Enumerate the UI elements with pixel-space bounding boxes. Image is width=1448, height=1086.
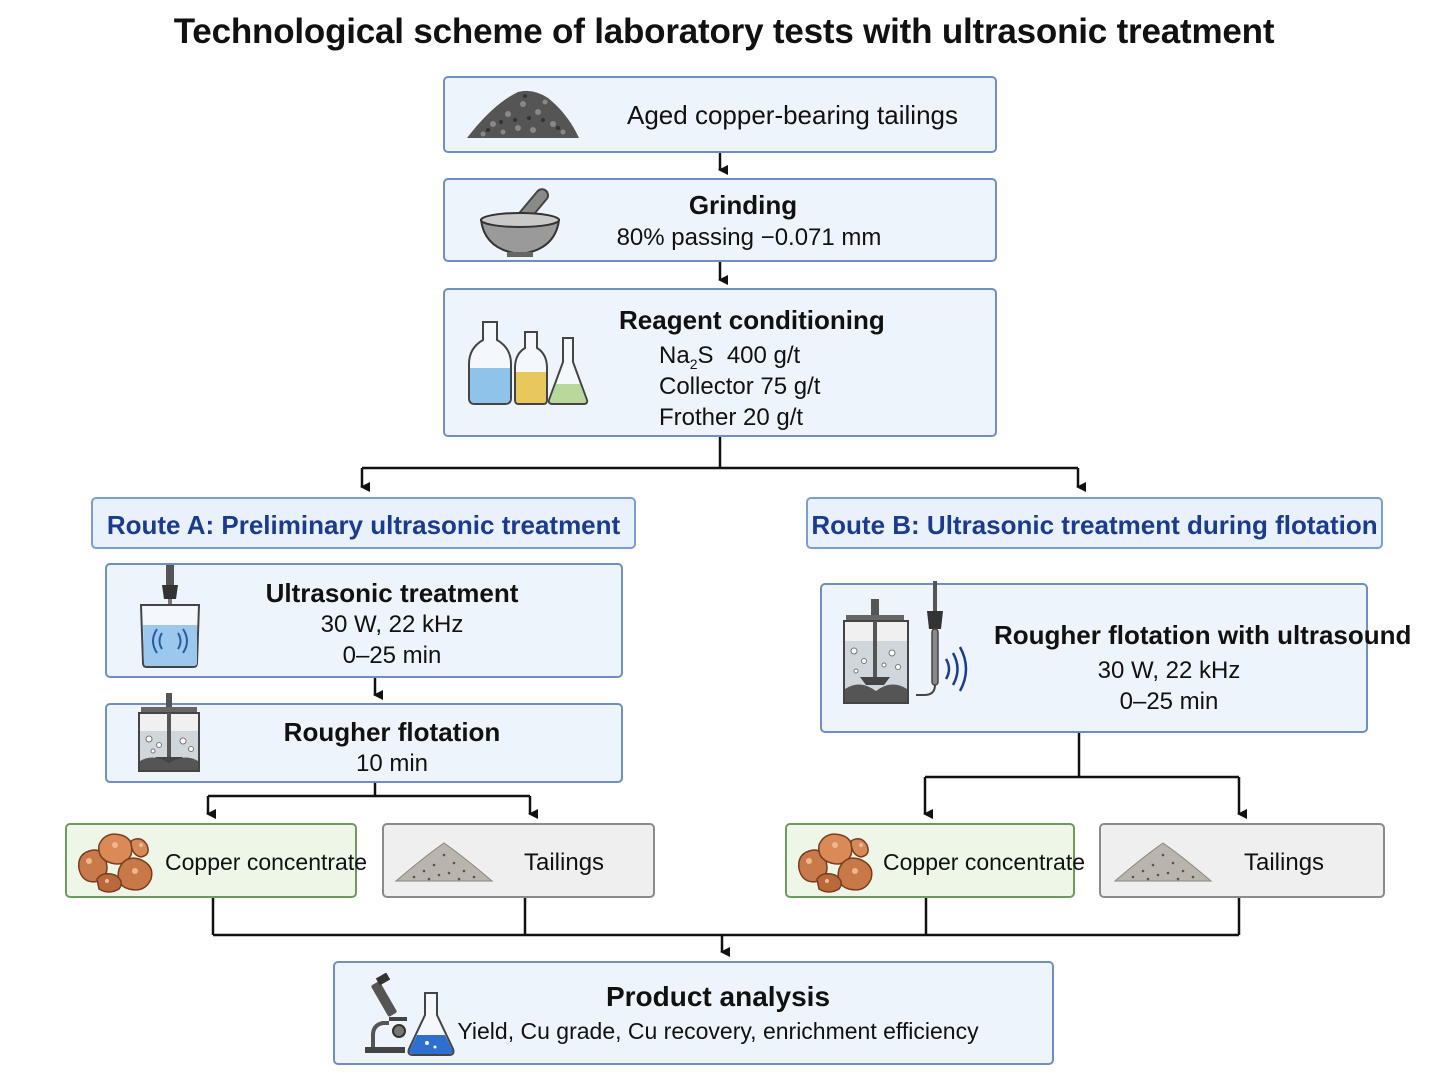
reagent-na2s-suffix: S 400 g/t: [697, 342, 801, 369]
copper-nuggets-icon: [797, 833, 873, 893]
rougher-flotation-a-label: Rougher flotation: [283, 717, 501, 747]
reagent-conditioning-box: Reagent conditioning Na2S 400 g/t Collec…: [443, 288, 997, 437]
product-analysis-box: Product analysis Yield, Cu grade, Cu rec…: [333, 961, 1054, 1065]
tailings-a-label: Tailings: [524, 849, 605, 876]
rougher-flotation-b-power: 30 W, 22 kHz: [1097, 657, 1241, 684]
tailings-pile-icon: [394, 842, 494, 882]
tailings-b-label: Tailings: [1244, 849, 1325, 876]
ultrasonic-beaker-icon: [139, 565, 201, 668]
ultrasonic-time: 0–25 min: [342, 642, 442, 669]
grinding-box: Grinding 80% passing −0.071 mm: [443, 178, 997, 262]
ultrasonic-power: 30 W, 22 kHz: [320, 611, 464, 638]
reagent-na2s-prefix: Na: [659, 342, 690, 369]
rougher-flotation-a-time: 10 min: [355, 750, 429, 777]
copper-concentrate-a-label: Copper concentrate: [165, 849, 368, 875]
reagent-collector: Collector 75 g/t: [659, 373, 821, 400]
rougher-flotation-b-time: 0–25 min: [1119, 688, 1219, 715]
product-analysis-detail: Yield, Cu grade, Cu recovery, enrichment…: [457, 1018, 979, 1044]
route-b-title: Route B: Ultrasonic treatment during flo…: [811, 510, 1378, 540]
flotation-cell-icon: [138, 693, 200, 772]
flotation-ultrasound-icon: [843, 581, 968, 704]
grinding-detail: 80% passing −0.071 mm: [616, 224, 882, 251]
reagent-na2s-sub: 2: [689, 355, 698, 372]
tailings-b-box: Tailings: [1099, 823, 1385, 898]
flasks-icon: [468, 321, 589, 405]
tailings-feed-label: Aged copper-bearing tailings: [627, 100, 958, 130]
tailings-a-box: Tailings: [382, 823, 655, 898]
diagram-title: Technological scheme of laboratory tests…: [173, 12, 1275, 51]
copper-concentrate-b-box: Copper concentrate: [785, 823, 1085, 898]
route-b-header: Route B: Ultrasonic treatment during flo…: [806, 497, 1383, 549]
rougher-flotation-b-box: Rougher flotation with ultrasound 30 W, …: [820, 581, 1411, 733]
microscope-flask-icon: [365, 973, 455, 1056]
route-a-title: Route A: Preliminary ultrasonic treatmen…: [106, 510, 621, 540]
copper-concentrate-b-label: Copper concentrate: [883, 849, 1086, 875]
grinding-label: Grinding: [688, 190, 798, 220]
route-a-header: Route A: Preliminary ultrasonic treatmen…: [91, 497, 636, 549]
ultrasonic-treatment-box: Ultrasonic treatment 30 W, 22 kHz 0–25 m…: [105, 563, 623, 678]
reagent-na2s: Na2S 400 g/t: [659, 342, 800, 372]
ultrasonic-label: Ultrasonic treatment: [265, 578, 519, 608]
mortar-pestle-icon: [479, 188, 561, 257]
reagent-label: Reagent conditioning: [619, 305, 885, 335]
copper-concentrate-a-box: Copper concentrate: [65, 823, 367, 898]
copper-nuggets-icon: [77, 833, 153, 893]
rougher-flotation-b-label: Rougher flotation with ultrasound: [994, 620, 1412, 650]
tailings-pile-icon: [1113, 842, 1213, 882]
reagent-frother: Frother 20 g/t: [659, 404, 804, 431]
rougher-flotation-a-box: Rougher flotation 10 min: [105, 693, 623, 783]
product-analysis-label: Product analysis: [605, 981, 831, 1012]
ore-pile-icon: [467, 90, 579, 138]
tailings-feed-box: Aged copper-bearing tailings: [443, 76, 997, 153]
